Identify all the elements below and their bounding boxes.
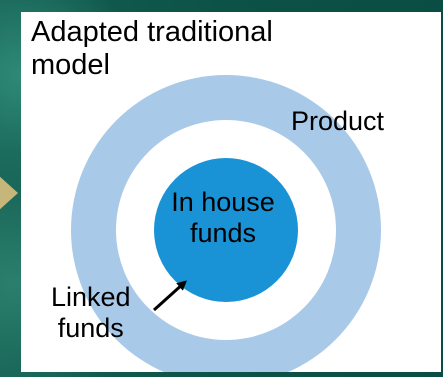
diagram-title: Adapted traditional model bbox=[31, 16, 273, 83]
arrow-up-right-icon bbox=[152, 280, 187, 312]
linked-label-line-2: funds bbox=[57, 313, 124, 344]
concentric-rings-diagram bbox=[71, 75, 381, 372]
diagram-panel: Adapted traditional model Product In hou… bbox=[21, 12, 441, 372]
inner-label-line-1: In house bbox=[171, 187, 275, 217]
middle-ring-label: Linked funds bbox=[51, 282, 131, 344]
linked-label-line-1: Linked bbox=[51, 282, 131, 312]
title-line-2: model bbox=[31, 49, 110, 82]
inner-label-line-2: funds bbox=[189, 218, 257, 249]
triangle-right-icon bbox=[0, 175, 18, 211]
outer-ring-label: Product bbox=[291, 106, 385, 136]
title-line-1: Adapted traditional bbox=[31, 16, 273, 48]
inner-circle bbox=[154, 158, 298, 302]
inner-circle-label: In house funds bbox=[147, 187, 299, 249]
